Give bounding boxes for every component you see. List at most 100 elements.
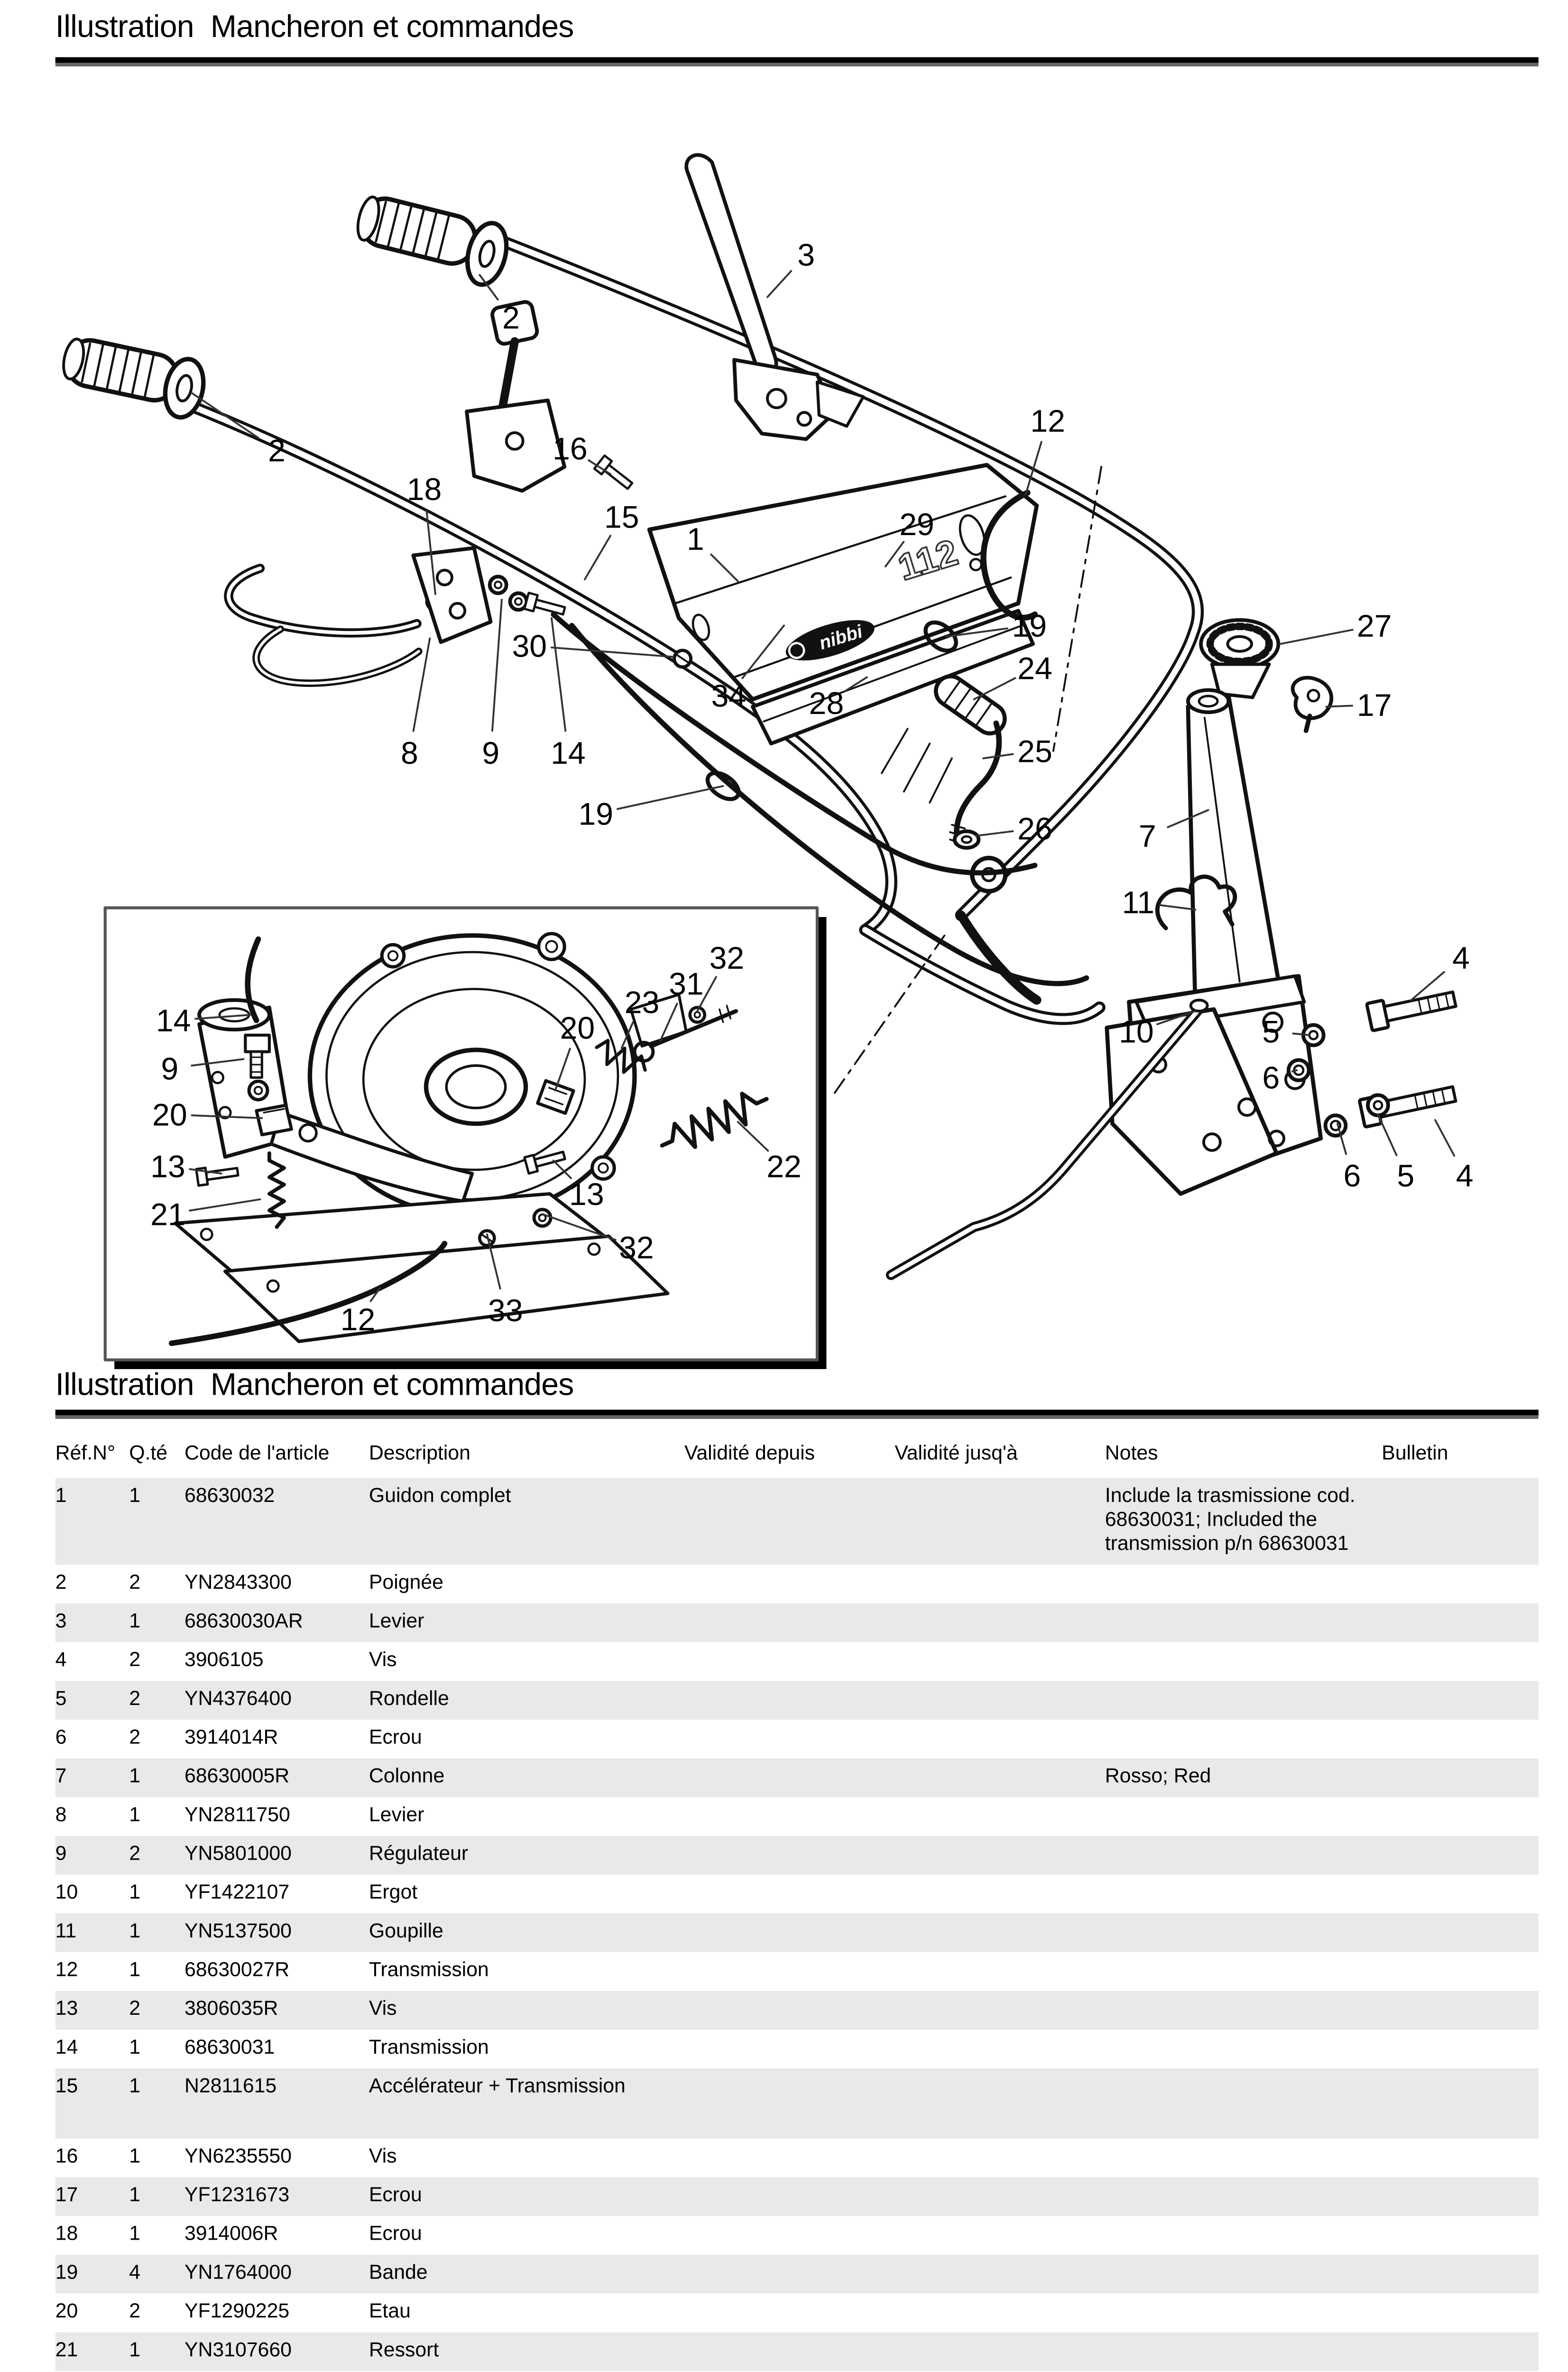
callout-label: 26 [1017, 812, 1052, 847]
callout-label: 12 [1030, 404, 1065, 439]
cell-bulletin [1382, 2068, 1539, 2083]
callout-label: 12 [341, 1302, 376, 1337]
cell-bulletin [1382, 1478, 1539, 1492]
callout-label: 33 [488, 1293, 523, 1328]
leader-line [554, 1047, 571, 1092]
callout-label: 11 [1122, 885, 1154, 920]
cell-notes [1105, 1913, 1382, 1928]
cell-ref: 10 [55, 1882, 78, 1904]
cell-ref: 5 [55, 1688, 67, 1711]
cell-ref: 7 [55, 1766, 67, 1788]
cell-bulletin [1382, 2216, 1539, 2231]
cell-notes [1105, 1836, 1382, 1851]
leader-line [412, 637, 431, 732]
column-header: Notes [1105, 1443, 1158, 1465]
cell-code: N2811615 [184, 2076, 277, 2098]
cell-ref: 18 [55, 2223, 78, 2246]
cell-valid-from [684, 1478, 895, 1492]
cell-valid-from [684, 1836, 895, 1851]
column-header: Réf.N° [55, 1443, 116, 1465]
cell-desc: Transmission [369, 2037, 489, 2059]
cell-notes [1105, 2029, 1382, 2044]
cell-valid-to [895, 1720, 1105, 1734]
leader-line [741, 624, 785, 679]
cell-bulletin [1382, 2294, 1539, 2308]
leader-line [696, 976, 717, 1012]
cell-bulletin [1382, 2177, 1539, 2192]
cell-qty: 1 [129, 1485, 141, 1508]
leader-line [982, 753, 1014, 760]
cell-qty: 4 [129, 2262, 141, 2285]
cell-qty: 2 [129, 1649, 141, 1672]
cell-code: YN5137500 [184, 1920, 292, 1943]
cell-desc: Vis [369, 1649, 397, 1672]
cell-valid-to [895, 1913, 1105, 1928]
leader-line [425, 510, 436, 595]
cell-bulletin [1382, 1913, 1539, 1928]
base-plates [173, 1192, 670, 1344]
clip-11-icon [1155, 874, 1237, 930]
band-clamp-19-right-icon [923, 620, 958, 653]
cell-ref: 3 [55, 1611, 67, 1633]
callout-label: 7 [1139, 819, 1156, 854]
callout-label: 17 [1357, 688, 1392, 723]
cell-code: 68630031 [184, 2037, 275, 2059]
cell-code: YF1290225 [184, 2301, 290, 2323]
cell-code: 3806035R [184, 1998, 278, 2020]
cell-code: 68630032 [184, 1485, 275, 1508]
callout-label: 15 [604, 500, 639, 535]
cap-27-icon [1199, 618, 1281, 699]
callout-label: 31 [669, 966, 704, 1001]
cam-17-icon [1291, 676, 1334, 733]
cell-bulletin [1382, 1797, 1539, 1812]
cell-ref: 16 [55, 2146, 78, 2168]
leader-line [479, 274, 499, 301]
cell-code: YN6235550 [184, 2146, 292, 2168]
cell-notes [1105, 2139, 1382, 2153]
leader-line [541, 1213, 617, 1241]
cell-valid-from [684, 1565, 895, 1579]
callout-label: 27 [1357, 609, 1392, 644]
column-header: Validité jusq'à [895, 1443, 1018, 1465]
cell-desc: Régulateur [369, 1843, 469, 1866]
leader-line [486, 1233, 501, 1290]
callout-label: 2 [502, 300, 520, 335]
cell-ref: 2 [55, 1572, 67, 1594]
callout-label: 21 [150, 1197, 185, 1232]
table-row: 5 2 YN4376400 Rondelle [55, 1681, 1539, 1720]
cell-valid-to [895, 1681, 1105, 1696]
callout-label: 5 [1397, 1158, 1414, 1194]
grip-left [62, 337, 206, 420]
callout-label: 1 [687, 522, 704, 557]
cell-notes [1105, 1875, 1382, 1890]
clamp-20-right-icon [536, 1079, 575, 1115]
leader-line [1167, 809, 1209, 828]
cell-valid-to [895, 1952, 1105, 1967]
cell-code: YN2811750 [184, 1804, 290, 1827]
cell-notes [1105, 2177, 1382, 2192]
cell-bulletin [1382, 1642, 1539, 1657]
leader-line [550, 617, 567, 732]
leader-line [1291, 1069, 1298, 1073]
cell-desc: Ecrou [369, 1727, 422, 1750]
callout-label: 10 [1119, 1015, 1154, 1050]
leader-line [766, 270, 793, 298]
leader-line [737, 1121, 769, 1152]
callout-label: 5 [1262, 1015, 1280, 1050]
table-row: 15 1 N2811615 Accélérateur + Transmissio… [55, 2068, 1539, 2139]
cell-ref: 19 [55, 2262, 78, 2285]
cell-valid-from [684, 1875, 895, 1890]
cell-code: 3914006R [184, 2223, 278, 2246]
cell-bulletin [1382, 2332, 1539, 2347]
cell-qty: 1 [129, 2037, 141, 2059]
section-title: Illustration Mancheron et commandes [55, 1367, 574, 1402]
table-row: 3 1 68630030AR Levier [55, 1603, 1539, 1642]
cell-notes [1105, 1603, 1382, 1618]
cell-valid-from [684, 1681, 895, 1696]
cell-ref: 8 [55, 1804, 67, 1827]
cell-valid-from [684, 1720, 895, 1734]
callout-label: 30 [512, 629, 547, 664]
column-header: Validité depuis [684, 1443, 815, 1465]
leader-line [583, 535, 612, 581]
